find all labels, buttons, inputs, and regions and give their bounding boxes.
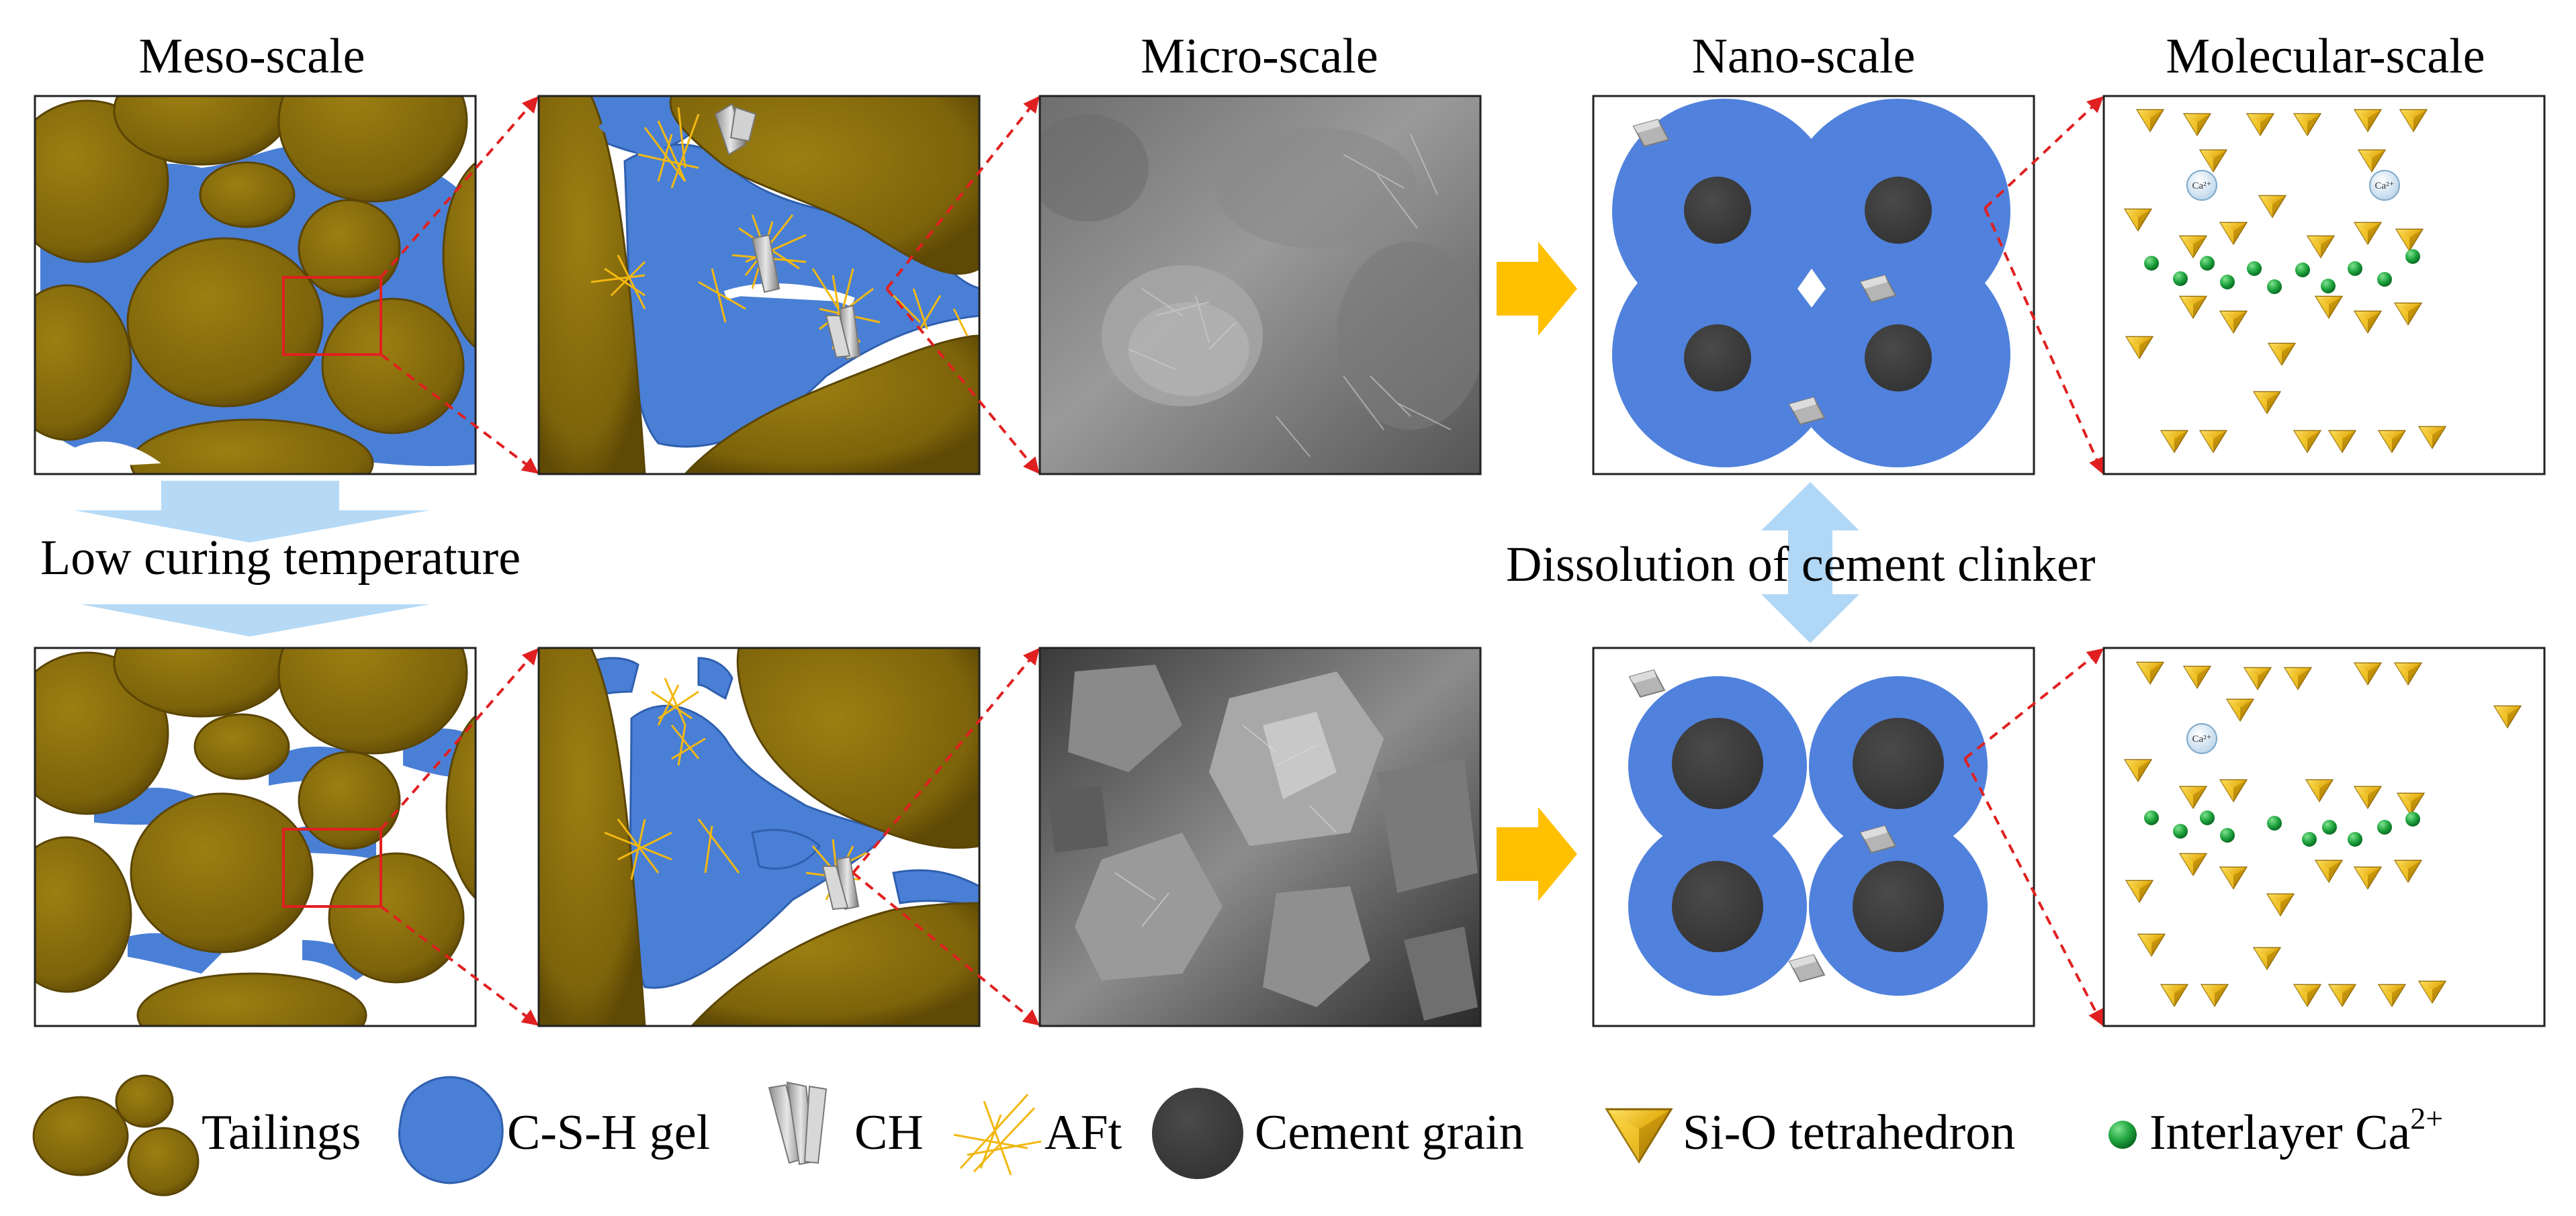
cement-grain [1684,177,1751,244]
legend-tailings-label: Tailings [202,1105,361,1160]
curing-label: Low curing temperature [40,530,521,586]
curing-arrow-bottom [81,604,430,637]
zoom-line [380,905,539,1026]
legend-interlayer-ca-label: Interlayer Ca2+ [2149,1101,2443,1160]
dissolution-label: Dissolution of cement clinker [1506,537,2096,592]
tailings-particle [321,297,465,434]
cement-grain [1865,324,1932,391]
tailings-surface [539,648,646,1026]
cement-grain [1672,718,1763,809]
nano-scale-title: Nano-scale [1692,29,1916,84]
tailings-particle [199,161,296,228]
cement-grain [1684,324,1751,391]
legend-si-o-tetrahedron-label: Si-O tetrahedron [1683,1105,2015,1160]
tailings-particle [445,714,476,900]
ca-ion-label: Ca²⁺ [2374,181,2394,191]
step-arrow [1497,242,1577,336]
legend-interlayer-ca-icon [2108,1121,2137,1149]
tailings-particle [298,751,401,850]
interlayer-ions [2144,249,2420,294]
zoom-line [885,287,1040,474]
cement-grain [1672,861,1763,952]
sem-image-top [1038,95,1482,475]
legend-ch-icon [768,1081,828,1166]
zoom-region-box [282,828,382,908]
zoom-line [1963,758,2104,1027]
molecular-panel-bottom: Ca²⁺ [2102,647,2546,1027]
interlayer-ions [2144,810,2420,847]
zoom-line [1984,96,2104,209]
tailings-surface [690,902,979,1026]
ch-crystals [821,855,860,910]
tailings-surface [539,96,646,474]
zoom-line [852,872,1040,1026]
tailings-particle [442,161,476,349]
dissolution-arrow [1761,482,1859,643]
cement-grain [1853,718,1944,809]
legend-cement-grain-label: Cement grain [1255,1105,1524,1160]
tailings-particle [193,713,290,780]
meso-scale-title: Meso-scale [139,29,365,84]
legend-ch-label: CH [854,1105,924,1160]
tailings-particle [35,284,132,441]
zoom-region-box [282,276,382,356]
cement-grain [1853,861,1944,952]
ca-ion-label: Ca²⁺ [2192,734,2211,745]
nano-panel-bottom [1592,647,2035,1027]
ca-ion-marker [2186,723,2217,754]
legend-tailings-icon [32,1074,199,1197]
molecular-panel-top: Ca²⁺ Ca²⁺ [2102,95,2546,475]
tailings-surface [683,334,979,474]
zoom-line [380,648,539,831]
step-arrow [1497,807,1577,901]
ch-crystals [714,103,861,361]
cement-grain [1865,177,1932,244]
legend-aft-label: AFt [1045,1105,1122,1160]
zoom-line [380,353,539,474]
zoom-line [380,96,539,279]
sem-image-bottom [1038,647,1482,1027]
zoom-line [852,648,1040,874]
legend-interlayer-ca-superscript: 2+ [2410,1101,2443,1135]
legend-cement-grain-icon [1152,1088,1243,1179]
legend-csh-icon [398,1076,504,1184]
tailings-particle [277,96,468,203]
micro-scale-title: Micro-scale [1141,29,1378,84]
curing-arrow-top [74,481,430,543]
tailings-particle [35,836,132,993]
zoom-line [885,96,1040,290]
meso-panel-bottom [34,647,477,1027]
molecular-scale-title: Molecular-scale [2166,29,2485,84]
ca-ion-marker [2186,170,2217,201]
tailings-surface [736,648,979,849]
tailings-particle [130,792,314,953]
ca-ion-marker [2369,170,2400,201]
tailings-particle [298,199,401,298]
ca-ion-label: Ca²⁺ [2192,181,2211,191]
legend-si-o-tetrahedron-icon [1605,1108,1673,1163]
nano-panel-top [1592,95,2035,475]
zoom-panel-top [537,95,981,475]
zoom-line [1963,648,2104,760]
tailings-particle [126,237,324,408]
tailings-particle [277,648,468,755]
zoom-panel-bottom [537,647,981,1027]
legend-csh-label: C-S-H gel [507,1105,710,1160]
tailings-particle [136,972,367,1026]
meso-panel-top [34,95,477,475]
legend: Tailings C-S-H gel CH AFt Cement grain S… [32,1074,2443,1197]
legend-aft-icon [953,1093,1042,1176]
